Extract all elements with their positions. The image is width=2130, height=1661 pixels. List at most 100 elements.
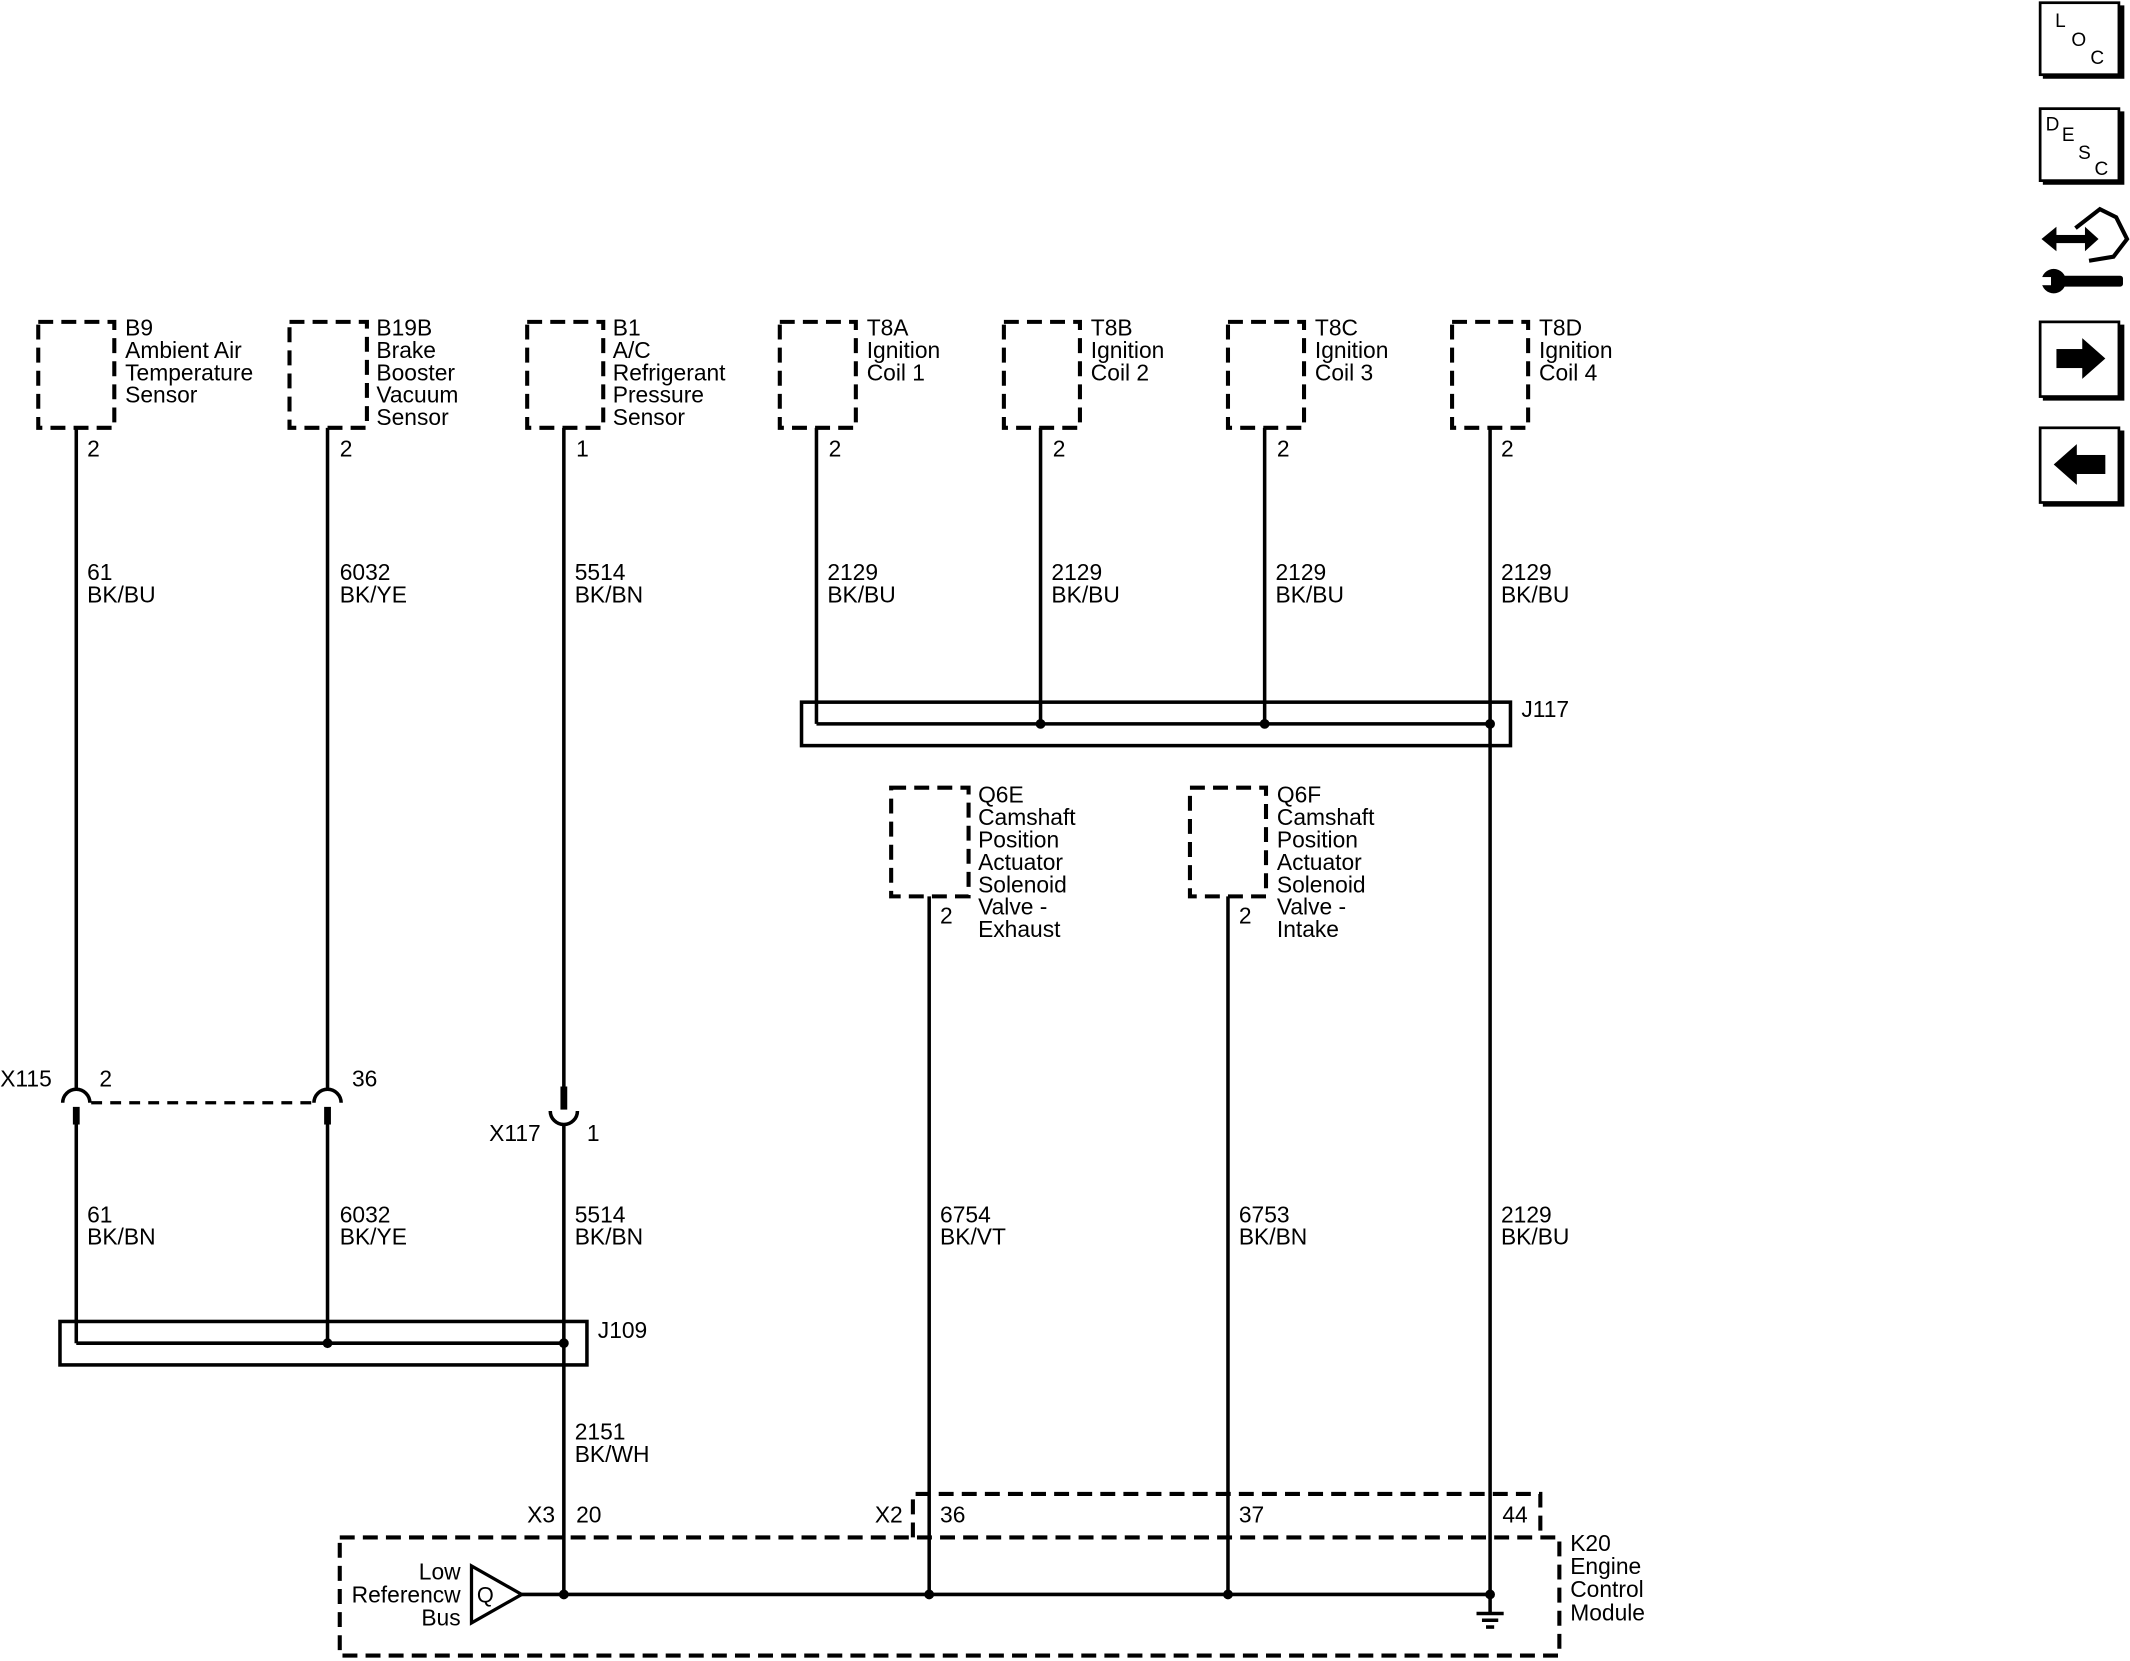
component-pin: 2: [87, 435, 100, 461]
connector-label: X3: [527, 1501, 555, 1527]
desc-letter: S: [2078, 143, 2091, 164]
splice-dot: [1035, 718, 1046, 729]
wire-circuit: 2129: [827, 559, 878, 585]
component-name-line: Coil 3: [1315, 359, 1373, 385]
wire-color: BK/BN: [87, 1224, 155, 1250]
component-name-line: Valve -: [1277, 894, 1346, 920]
next-button[interactable]: [2038, 320, 2125, 401]
connector-label: X117: [489, 1120, 541, 1146]
arrow-shaft: [2072, 454, 2106, 474]
module-ref: K20: [1570, 1530, 1611, 1556]
component-name-line: Ignition: [867, 337, 941, 363]
wire-color: BK/BU: [1501, 1224, 1569, 1250]
circuit-label-line: Low: [419, 1559, 461, 1585]
component-ref: B19B: [376, 314, 432, 340]
wire-circuit: 5514: [575, 559, 626, 585]
splice-outline: [799, 700, 1513, 748]
module-outline: [337, 1535, 1562, 1658]
wire-color: BK/BU: [1501, 581, 1569, 607]
component-pin: 2: [1501, 435, 1514, 461]
component-t8a: T8A Ignition Coil 1 2: [777, 314, 941, 461]
wire-b9: 61 BK/BU 61 BK/BN: [74, 427, 156, 1344]
connector-pin: 1: [587, 1120, 600, 1146]
loc-letter: O: [2071, 30, 2086, 51]
component-name-line: Booster: [376, 359, 455, 385]
connector-female-terminal: [60, 1087, 92, 1103]
connector-x115: X115 2 36: [0, 1066, 377, 1125]
component-name-line: Sensor: [613, 404, 686, 430]
splice-label: J117: [1521, 696, 1569, 722]
buffer-symbol: Q: [477, 1583, 494, 1608]
component-name-line: Ignition: [1315, 337, 1389, 363]
connector-label: X2: [875, 1501, 903, 1527]
wire-circuit: 6032: [340, 1201, 391, 1227]
component-name-line: Ambient Air: [125, 337, 242, 363]
component-name-line: Sensor: [125, 382, 198, 408]
wire-color: BK/YE: [340, 581, 407, 607]
component-ref: Q6E: [978, 782, 1024, 808]
connector-view-button[interactable]: [2040, 206, 2130, 294]
component-pin: 2: [340, 435, 353, 461]
component-name-line: Exhaust: [978, 916, 1061, 942]
splice-j117: J117: [799, 696, 1569, 748]
module-name-line: Engine: [1570, 1553, 1641, 1579]
loc-letter: C: [2090, 48, 2104, 69]
connector-wrench-icon: [2040, 206, 2130, 294]
arrow-shaft: [2056, 349, 2087, 369]
wire-color: BK/BN: [1239, 1224, 1307, 1250]
arrow-head-left: [2041, 226, 2057, 252]
component-name-line: Temperature: [125, 359, 253, 385]
component-pin: 2: [1277, 435, 1290, 461]
splice-dot: [322, 1338, 333, 1349]
component-t8d: T8D Ignition Coil 4 2: [1450, 314, 1613, 461]
component-name-line: Ignition: [1091, 337, 1165, 363]
component-pin: 1: [576, 435, 589, 461]
component-name-line: Brake: [376, 337, 436, 363]
component-pin: 2: [829, 435, 842, 461]
component-name-line: Actuator: [978, 849, 1063, 875]
component-pin: 2: [940, 903, 953, 929]
previous-button[interactable]: [2038, 426, 2125, 507]
component-ref: T8B: [1091, 314, 1133, 340]
component-name-line: Refrigerant: [613, 359, 726, 385]
wire-color: BK/YE: [340, 1224, 407, 1250]
component-t8c: T8C Ignition Coil 3 2: [1225, 314, 1389, 461]
component-name-line: Valve -: [978, 894, 1047, 920]
component-q6f: Q6F Camshaft Position Actuator Solenoid …: [1187, 782, 1375, 942]
connector-label: X115: [0, 1066, 52, 1092]
desc-letter: D: [2046, 114, 2060, 135]
wire-color: BK/VT: [940, 1224, 1006, 1250]
wire-t8c: 2129 BK/BU: [1262, 427, 1344, 724]
wire-t8d: 2129 BK/BU 2129 BK/BU: [1488, 427, 1569, 1595]
component-outline: [1001, 319, 1082, 430]
loc-button[interactable]: L O C: [2038, 1, 2125, 79]
component-name-line: Solenoid: [1277, 871, 1366, 897]
component-pin: 2: [1239, 903, 1252, 929]
component-name-line: Coil 4: [1539, 359, 1598, 385]
connector-female-terminal: [312, 1087, 343, 1103]
wire-circuit: 61: [87, 1201, 112, 1227]
wire-color: BK/BU: [87, 581, 155, 607]
arrow-head: [2053, 444, 2077, 485]
component-name-line: A/C: [613, 337, 651, 363]
splice-dot: [558, 1338, 569, 1349]
wire-circuit: 5514: [575, 1201, 626, 1227]
loc-letter: L: [2055, 11, 2066, 32]
component-ref: B1: [613, 314, 641, 340]
wire-circuit: 2151: [575, 1419, 626, 1445]
bus-junction-dot: [558, 1589, 569, 1600]
component-name-line: Pressure: [613, 382, 704, 408]
connector-pin: 20: [576, 1501, 601, 1527]
component-name-line: Position: [978, 826, 1059, 852]
component-name-line: Vacuum: [376, 382, 458, 408]
component-outline: [1225, 319, 1307, 430]
desc-button[interactable]: D E S C: [2038, 107, 2125, 185]
bus-junction-dot: [924, 1589, 935, 1600]
module-k20: X3 20 X2 36 37 44 K20 Engine Control Mod…: [337, 1491, 1645, 1658]
wire-circuit: 2129: [1501, 1201, 1552, 1227]
component-ref: Q6F: [1277, 782, 1321, 808]
component-name-line: Solenoid: [978, 871, 1067, 897]
wire-t8b: 2129 BK/BU: [1038, 427, 1120, 724]
splice-outline: [58, 1319, 589, 1367]
wire-circuit: 61: [87, 559, 112, 585]
